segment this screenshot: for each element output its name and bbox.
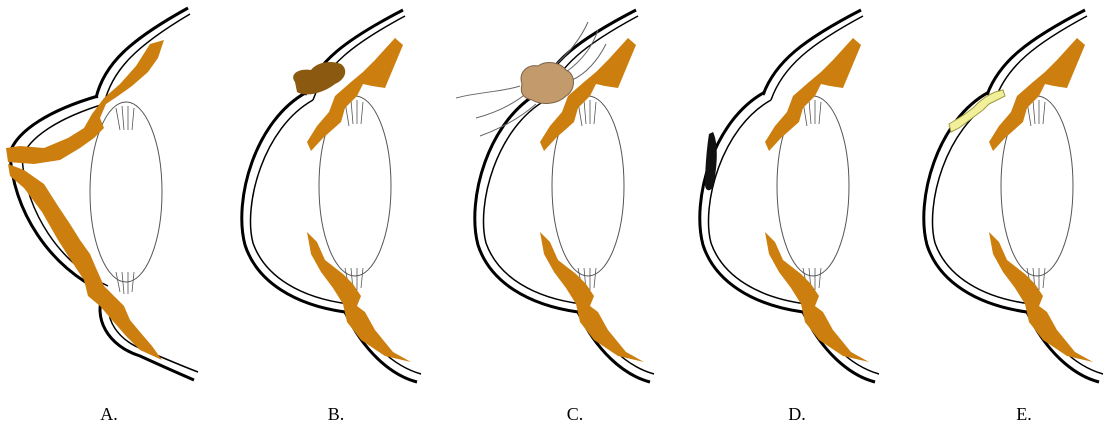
yellow-deposits <box>949 90 1005 132</box>
eye-cross-section <box>458 0 683 400</box>
panel-label: D. <box>777 404 817 424</box>
eye-panel: A. <box>0 0 225 430</box>
eye <box>924 10 1103 382</box>
eye <box>6 8 198 380</box>
panel-label: B. <box>316 404 356 424</box>
eye-panel: B. <box>225 0 450 430</box>
dark-brown-mass <box>293 62 345 94</box>
eye <box>700 10 879 382</box>
eye-panel: C. <box>458 0 683 430</box>
eye <box>475 10 654 382</box>
eye-cross-section <box>683 0 908 400</box>
black-deposit <box>705 132 717 190</box>
eye-cross-section <box>907 0 1109 400</box>
eye-panel: E. <box>907 0 1109 430</box>
eye-panel: D. <box>683 0 908 430</box>
tan-mass <box>521 63 573 104</box>
eye-cross-section <box>0 0 225 400</box>
panel-label: A. <box>89 404 129 424</box>
panel-label: C. <box>555 404 595 424</box>
panel-label: E. <box>1004 404 1044 424</box>
eye-cross-section <box>225 0 450 400</box>
sclera-outer-top <box>96 8 188 98</box>
